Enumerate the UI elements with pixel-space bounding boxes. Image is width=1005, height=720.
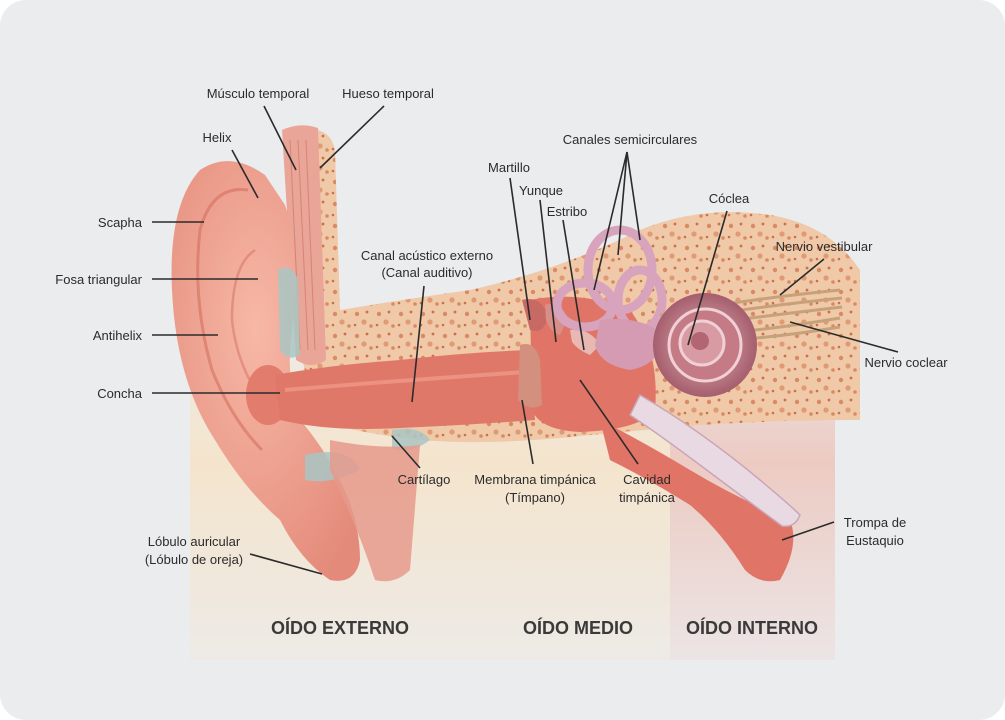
label-trompa-line2: Eustaquio xyxy=(846,533,904,548)
label-membrana-line1: Membrana timpánica xyxy=(474,472,596,487)
label-cartilago: Cartílago xyxy=(398,472,451,487)
section-oido-interno: OÍDO INTERNO xyxy=(686,617,818,638)
label-coclea: Cóclea xyxy=(709,191,750,206)
coclea-shape xyxy=(653,293,757,397)
label-trompa-line1: Trompa de xyxy=(844,515,906,530)
label-canal-line2: (Canal auditivo) xyxy=(381,265,472,280)
label-hueso-temporal: Hueso temporal xyxy=(342,86,434,101)
label-cavidad-line1: Cavidad xyxy=(623,472,671,487)
canal-auditivo-shape xyxy=(275,350,535,429)
timpano-shape xyxy=(518,344,542,408)
section-oido-externo: OÍDO EXTERNO xyxy=(271,617,409,638)
label-concha: Concha xyxy=(97,386,143,401)
label-fosa-triangular: Fosa triangular xyxy=(55,272,142,287)
label-scapha: Scapha xyxy=(98,215,143,230)
label-lobulo-line2: (Lóbulo de oreja) xyxy=(145,552,243,567)
leader-lines xyxy=(152,105,899,575)
label-cavidad-line2: timpánica xyxy=(619,490,675,505)
label-antihelix: Antihelix xyxy=(93,328,143,343)
label-lobulo-line1: Lóbulo auricular xyxy=(148,534,241,549)
label-estribo: Estribo xyxy=(547,204,587,219)
section-oido-medio: OÍDO MEDIO xyxy=(523,617,633,638)
label-martillo: Martillo xyxy=(488,160,530,175)
label-nervio-vestibular: Nervio vestibular xyxy=(776,239,873,254)
label-yunque: Yunque xyxy=(519,183,563,198)
label-musculo-temporal: Músculo temporal xyxy=(207,86,310,101)
estribo-shape xyxy=(570,329,600,355)
label-membrana-line2: (Tímpano) xyxy=(505,490,565,505)
label-canales-semicirculares: Canales semicirculares xyxy=(563,132,698,147)
cartilage-upper xyxy=(278,267,300,358)
trompa-eustaquio-shape xyxy=(600,420,794,582)
label-helix: Helix xyxy=(203,130,232,145)
lower-soft-tissue xyxy=(330,440,420,582)
label-nervio-coclear: Nervio coclear xyxy=(864,355,948,370)
label-canal-line1: Canal acústico externo xyxy=(361,248,493,263)
vestibule-shape xyxy=(595,319,665,370)
